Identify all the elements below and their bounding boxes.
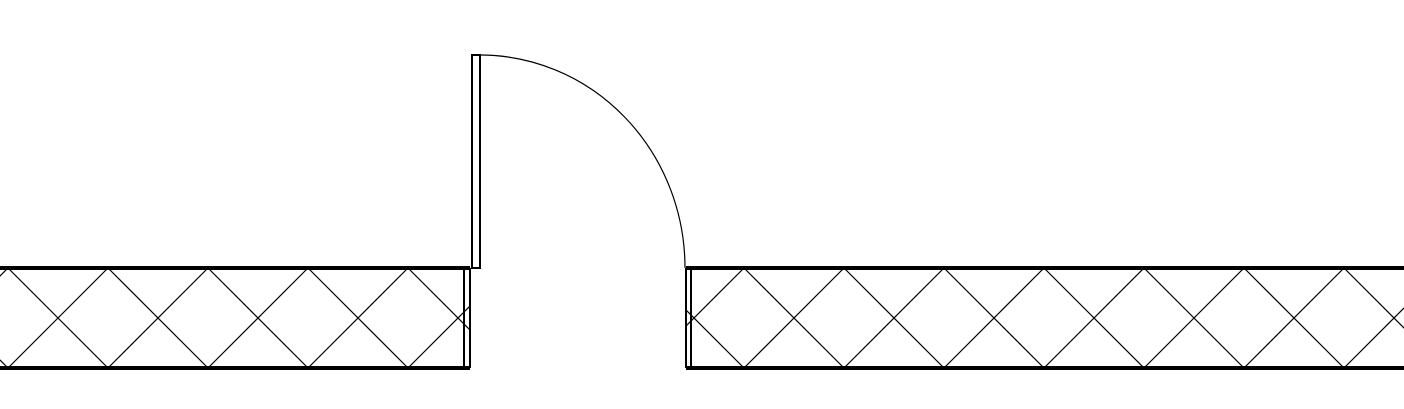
hatch-line	[0, 268, 9, 277]
door-swing-arc	[479, 54, 686, 269]
wall-right	[685, 266, 1404, 370]
hatch-line	[508, 268, 608, 368]
door-leaf	[471, 54, 481, 269]
hatch-line	[1043, 268, 1145, 368]
hatch-line	[743, 268, 845, 368]
hatch-line	[686, 268, 745, 327]
hatch-line	[307, 268, 409, 368]
hatch-line	[7, 268, 109, 368]
wall-left	[0, 266, 608, 370]
hatch-line	[1343, 307, 1404, 368]
hatch-line	[508, 268, 608, 368]
wall-right-hatch	[686, 268, 1404, 368]
hatch-line	[943, 268, 1045, 368]
hatch-line	[407, 305, 470, 368]
wall-left-hatch	[0, 268, 608, 368]
hatch-line	[207, 268, 309, 368]
hatch-line	[107, 268, 209, 368]
hatch-line	[1243, 268, 1345, 368]
hatch-line	[1343, 268, 1404, 329]
hatch-line	[0, 359, 9, 368]
hatch-line	[843, 268, 945, 368]
hatch-line	[1143, 268, 1245, 368]
